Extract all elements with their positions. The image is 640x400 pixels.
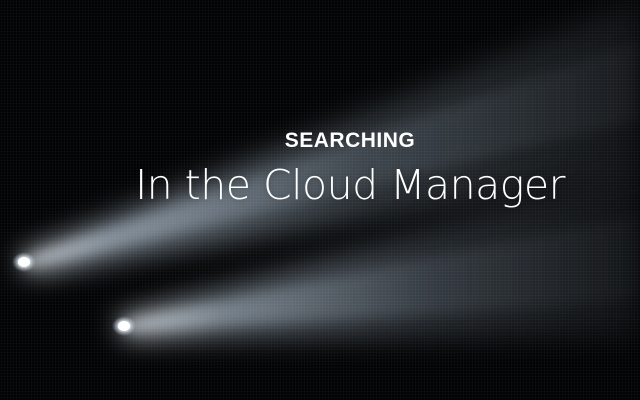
hero-title-block: SEARCHING In the Cloud Manager <box>0 128 640 210</box>
hero-headline: In the Cloud Manager <box>135 161 565 209</box>
upper-beam <box>18 0 640 272</box>
hero-kicker: SEARCHING <box>284 129 416 152</box>
